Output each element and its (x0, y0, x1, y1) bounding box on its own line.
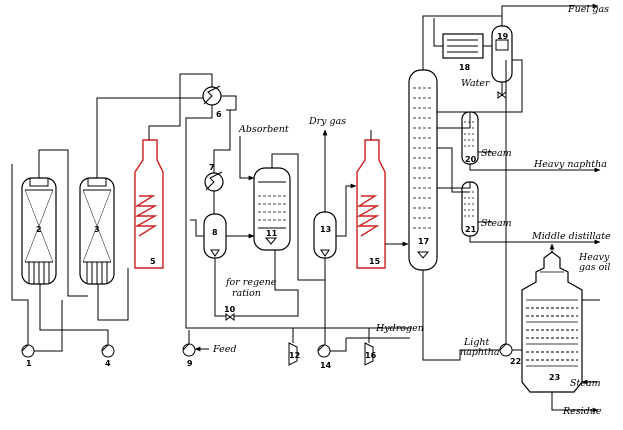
label-heavy-gas-oil-1: Heavy (578, 252, 610, 263)
unit-number-9: 9 (187, 359, 193, 368)
unit-number-5: 5 (150, 257, 156, 266)
label-steam-20: Steam (481, 148, 512, 159)
label-for-regeneration-1: for regene (225, 277, 277, 288)
label-steam-21: Steam (481, 218, 512, 229)
pump-1 (21, 344, 35, 358)
unit-number-14: 14 (320, 361, 332, 370)
unit-number-16: 16 (365, 351, 377, 360)
furnace-5 (134, 139, 164, 269)
label-absorbent: Absorbent (238, 124, 289, 135)
pump-22 (499, 343, 513, 357)
label-fuel-gas: Fuel gas (567, 4, 609, 15)
label-feed: Feed (212, 344, 236, 355)
unit-number-19: 19 (497, 32, 509, 41)
unit-number-13: 13 (320, 225, 331, 234)
unit-number-3: 3 (94, 225, 100, 234)
label-heavy-gas-oil-2: gas oil (579, 262, 610, 273)
cooler-7 (204, 171, 224, 192)
compressor-12 (288, 342, 298, 366)
label-heavy-naphtha: Heavy naphtha (533, 159, 607, 170)
unit-number-6: 6 (216, 110, 222, 119)
unit-number-7: 7 (209, 163, 215, 172)
unit-number-1: 1 (26, 359, 32, 368)
compressor-16 (364, 342, 374, 366)
unit-number-10: 10 (224, 305, 236, 314)
separator-13 (313, 211, 337, 259)
label-residue: Residue (562, 406, 602, 417)
pump-4 (101, 344, 115, 358)
label-light-naphtha-2: naphtha (460, 347, 500, 358)
unit-number-2: 2 (36, 225, 42, 234)
unit-number-17: 17 (418, 237, 429, 246)
heat-exchanger-6 (202, 85, 222, 106)
piping (11, 3, 601, 413)
pump-14 (317, 344, 331, 358)
furnace-15 (356, 139, 386, 269)
label-for-regeneration-2: ration (232, 288, 261, 299)
label-water: Water (461, 78, 491, 89)
unit-number-18: 18 (459, 63, 471, 72)
condenser-18 (442, 33, 484, 59)
unit-number-12: 12 (289, 351, 300, 360)
valve-10 (225, 313, 235, 321)
unit-number-4: 4 (105, 359, 111, 368)
unit-number-20: 20 (465, 155, 477, 164)
vacuum-column-23 (521, 251, 583, 393)
unit-number-8: 8 (212, 228, 218, 237)
unit-number-23: 23 (549, 373, 560, 382)
label-light-naphtha-1: Light (463, 337, 490, 348)
label-middle-distillate: Middle distillate (531, 231, 611, 242)
unit-number-22: 22 (510, 357, 521, 366)
pump-9 (182, 343, 196, 357)
label-steam-23: Steam (570, 378, 601, 389)
unit-number-15: 15 (369, 257, 381, 266)
reactor-3 (79, 177, 115, 285)
unit-number-11: 11 (266, 229, 278, 238)
label-dry-gas: Dry gas (308, 116, 346, 127)
label-hydrogen: Hydrogen (375, 323, 424, 334)
unit-number-21: 21 (465, 225, 477, 234)
reactor-2 (21, 177, 57, 285)
